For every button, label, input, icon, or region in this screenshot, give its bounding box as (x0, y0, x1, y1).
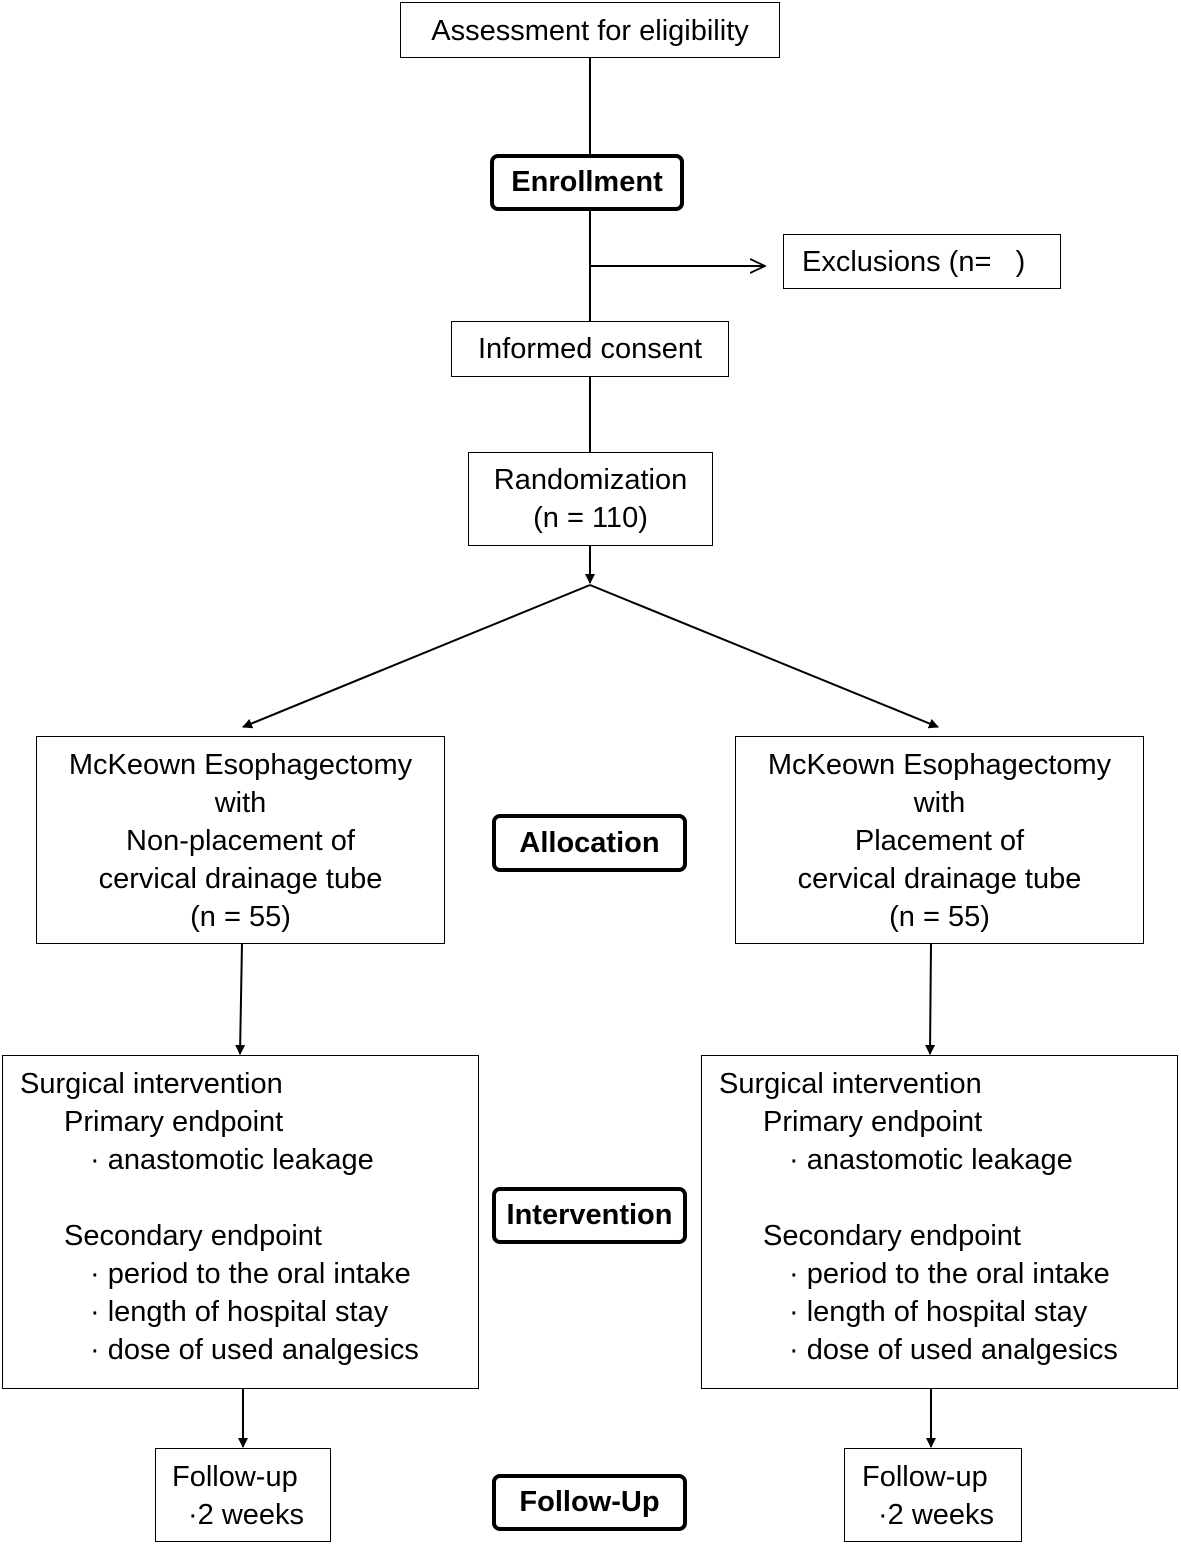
exclusions-box: Exclusions (n= ) (783, 234, 1061, 289)
stage-enrollment: Enrollment (490, 154, 684, 211)
stage-intervention-label: Intervention (506, 1199, 673, 1231)
secondary-endpoint-heading: Secondary endpoint (763, 1220, 1021, 1252)
followup-title: Follow-up (172, 1461, 298, 1493)
secondary-endpoint-item: · period to the oral intake (789, 1258, 1110, 1290)
secondary-endpoint-item: · dose of used analgesics (789, 1334, 1118, 1366)
assessment-box: Assessment for eligibility (400, 2, 780, 58)
right-allocation-box: McKeown Esophagectomy with Placement of … (735, 736, 1144, 944)
secondary-endpoint-item: · period to the oral intake (90, 1258, 411, 1290)
intervention-title: Surgical intervention (719, 1068, 982, 1100)
left-intervention-box: Surgical intervention Primary endpoint ·… (2, 1055, 479, 1389)
allocation-line: McKeown Esophagectomy (767, 749, 1112, 781)
stage-enrollment-label: Enrollment (511, 166, 663, 198)
secondary-endpoint-heading: Secondary endpoint (64, 1220, 322, 1252)
stage-followup-label: Follow-Up (519, 1486, 660, 1518)
secondary-endpoint-item: · dose of used analgesics (90, 1334, 419, 1366)
followup-duration: ·2 weeks (188, 1499, 305, 1531)
allocation-line: Non-placement of (126, 825, 355, 857)
right-followup-box: Follow-up ·2 weeks (844, 1448, 1022, 1542)
arrow-right-allocation-intervention (925, 942, 936, 1055)
consent-label: Informed consent (477, 333, 703, 365)
stage-allocation: Allocation (492, 814, 687, 872)
allocation-count: (n = 55) (190, 901, 291, 933)
secondary-endpoint-item: · length of hospital stay (90, 1296, 389, 1328)
allocation-line: McKeown Esophagectomy (68, 749, 413, 781)
followup-duration: ·2 weeks (878, 1499, 995, 1531)
primary-endpoint-heading: Primary endpoint (64, 1106, 284, 1138)
primary-endpoint-item: · anastomotic leakage (789, 1144, 1073, 1176)
allocation-line: cervical drainage tube (797, 863, 1082, 895)
primary-endpoint-item: · anastomotic leakage (90, 1144, 374, 1176)
intervention-title: Surgical intervention (20, 1068, 283, 1100)
stage-intervention: Intervention (492, 1187, 687, 1244)
randomization-count: (n = 110) (533, 502, 648, 534)
arrow-to-right-arm (589, 584, 939, 729)
allocation-line: cervical drainage tube (98, 863, 383, 895)
allocation-count: (n = 55) (889, 901, 990, 933)
allocation-line: Placement of (854, 825, 1025, 857)
primary-endpoint-heading: Primary endpoint (763, 1106, 983, 1138)
arrow-left-allocation-intervention (235, 942, 246, 1055)
left-allocation-box: McKeown Esophagectomy with Non-placement… (36, 736, 445, 944)
exclusions-label: Exclusions (n= ) (802, 246, 1026, 278)
stage-allocation-label: Allocation (519, 827, 660, 859)
followup-title: Follow-up (862, 1461, 988, 1493)
left-followup-box: Follow-up ·2 weeks (155, 1448, 331, 1542)
randomization-title: Randomization (493, 464, 688, 496)
stage-followup: Follow-Up (492, 1474, 687, 1531)
allocation-line: with (214, 787, 267, 819)
assessment-label: Assessment for eligibility (431, 15, 749, 47)
arrow-to-left-arm (242, 584, 591, 729)
randomization-box: Randomization (n = 110) (468, 452, 713, 546)
consent-box: Informed consent (451, 321, 729, 377)
secondary-endpoint-item: · length of hospital stay (789, 1296, 1088, 1328)
allocation-line: with (913, 787, 966, 819)
right-intervention-box: Surgical intervention Primary endpoint ·… (701, 1055, 1178, 1389)
